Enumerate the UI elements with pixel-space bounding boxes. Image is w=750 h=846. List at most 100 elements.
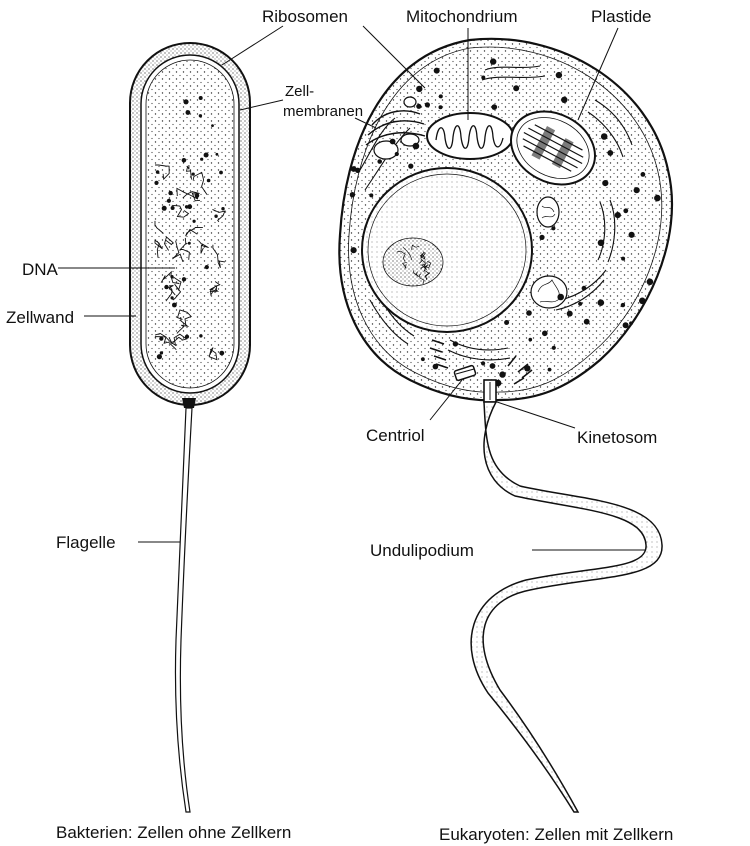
ribosome-dot <box>621 303 625 307</box>
label-centriol: Centriol <box>366 426 425 445</box>
ribosome-dot <box>205 265 209 269</box>
ribosome-dot <box>439 94 443 98</box>
label-zell-line2: membranen <box>283 103 363 120</box>
ribosome-dot <box>157 354 162 359</box>
ribosome-dot <box>557 294 564 301</box>
flagelle-shape <box>175 408 192 812</box>
ribosome-dot <box>499 371 505 377</box>
ribosome-dot <box>408 164 413 169</box>
nucleolus <box>383 238 443 286</box>
ribosome-dot <box>369 193 373 197</box>
ribosome-dot <box>561 97 567 103</box>
ribosome-dot <box>504 320 509 325</box>
bacterium-cell <box>130 43 250 812</box>
label-zell-line1: Zell- <box>285 83 314 100</box>
ribosome-dot <box>192 173 195 176</box>
ribosome-dot <box>513 85 519 91</box>
ribosome-dot <box>425 102 430 107</box>
ribosome-dot <box>185 205 188 208</box>
ribosome-dot <box>629 232 635 238</box>
ribosome-dot <box>439 105 443 109</box>
mitochondrium <box>427 113 513 159</box>
ribosome-dot <box>492 104 498 110</box>
ribosome-dot <box>453 341 458 346</box>
ribosome-dot <box>219 171 223 175</box>
ribosome-dot <box>351 247 357 253</box>
flagelle-basal-body <box>182 398 196 408</box>
label-mitochondrium: Mitochondrium <box>406 7 518 26</box>
ribosome-dot <box>162 206 167 211</box>
ribosome-dot <box>154 181 158 185</box>
ribosome-dot <box>199 96 203 100</box>
label-plastide: Plastide <box>591 7 651 26</box>
ribosome-dot <box>623 208 628 213</box>
ribosome-dot <box>156 170 160 174</box>
caption-bakterien: Bakterien: Zellen ohne Zellkern <box>56 823 291 842</box>
ribosome-dot <box>167 199 171 203</box>
ribosome-dot <box>183 99 188 104</box>
ribosome-dot <box>556 72 562 78</box>
ribosome-dot <box>377 159 382 164</box>
ribosome-dot <box>390 139 396 145</box>
ribosome-dot <box>481 361 485 365</box>
ribosome-dot <box>395 152 399 156</box>
ribosome-dot <box>634 187 640 193</box>
ribosome-dot <box>481 76 485 80</box>
ribosome-dot <box>539 235 544 240</box>
ribosome-dot <box>615 212 621 218</box>
ribosome-dot <box>654 195 661 202</box>
ribosome-dot <box>416 86 422 92</box>
label-kinetosom: Kinetosom <box>577 428 657 447</box>
ribosome-dot <box>578 302 582 306</box>
ribosome-dot <box>623 322 629 328</box>
ribosome-dot <box>216 153 219 156</box>
ribosome-dot <box>171 296 174 299</box>
ribosome-dot <box>164 285 168 289</box>
ribosome-dot <box>542 331 548 337</box>
ribosome-dot <box>188 242 191 245</box>
ribosome-dot <box>221 207 224 210</box>
ribosome-dot <box>182 277 186 281</box>
ribosome-dot <box>584 319 590 325</box>
ribosome-dot <box>219 351 224 356</box>
ribosome-dot <box>168 191 172 195</box>
ribosome-dot <box>602 180 608 186</box>
ribosome-dot <box>490 363 496 369</box>
ribosome-dot <box>551 226 555 230</box>
ribosome-dot <box>601 133 608 140</box>
ribosome-dot <box>526 310 532 316</box>
ribosome-dot <box>204 153 209 158</box>
ribosome-dot <box>413 143 420 150</box>
ribosome-dot <box>182 158 187 163</box>
ribosome-dot <box>552 346 556 350</box>
ribosome-dot <box>351 166 357 172</box>
label-dna: DNA <box>22 260 59 279</box>
ribosome-dot <box>172 303 177 308</box>
ribosome-dot <box>598 299 605 306</box>
caption-eukaryoten: Eukaryoten: Zellen mit Zellkern <box>439 825 673 844</box>
ribosome-dot <box>598 240 605 247</box>
ribosome-dot <box>416 104 421 109</box>
leader-kinetosom <box>497 402 575 428</box>
ribosome-dot <box>199 114 202 117</box>
ribosome-dot <box>490 58 496 64</box>
ribosome-dot <box>195 193 200 198</box>
ribosome-dot <box>567 311 573 317</box>
ribosome-dot <box>629 321 633 325</box>
ribosome-dot <box>207 179 211 183</box>
ribosome-dot <box>214 215 217 218</box>
label-ribosomen: Ribosomen <box>262 7 348 26</box>
ribosome-dot <box>200 158 203 161</box>
leader-ribosomen-euk <box>363 26 425 88</box>
ribosome-dot <box>171 206 175 210</box>
ribosome-dot <box>529 338 533 342</box>
ribosome-dot <box>434 68 440 74</box>
ribosome-dot <box>639 298 646 305</box>
ribosome-dot <box>186 110 191 115</box>
ribosome-dot <box>607 150 613 156</box>
ribosome-dot <box>160 351 163 354</box>
ribosome-dot <box>199 334 202 337</box>
label-zellwand: Zellwand <box>6 308 74 327</box>
bacterium-cytoplasm <box>146 60 234 388</box>
